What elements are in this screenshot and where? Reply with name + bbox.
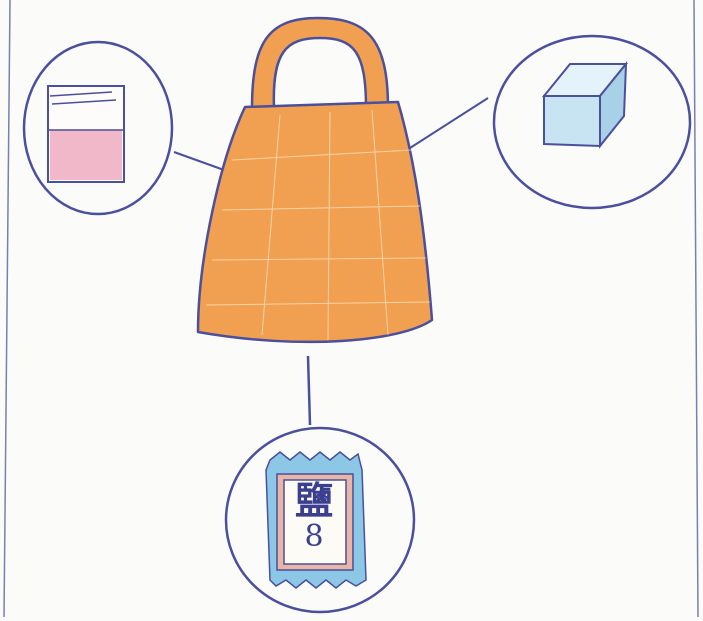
sugar-jar-node bbox=[24, 42, 172, 214]
sugar-cube-icon bbox=[544, 64, 626, 146]
salt-number-label: 8 bbox=[282, 522, 346, 552]
connector-right bbox=[410, 98, 488, 148]
shopping-bag-icon bbox=[198, 18, 432, 342]
salt-character-label: 鹽 bbox=[282, 482, 346, 520]
connector-bottom bbox=[308, 356, 310, 425]
page-left-edge bbox=[4, 0, 10, 617]
connector-left bbox=[174, 152, 224, 170]
sugar-cube-node bbox=[494, 36, 690, 208]
sugar-jar-icon bbox=[48, 86, 124, 182]
page-right-edge bbox=[694, 0, 698, 617]
